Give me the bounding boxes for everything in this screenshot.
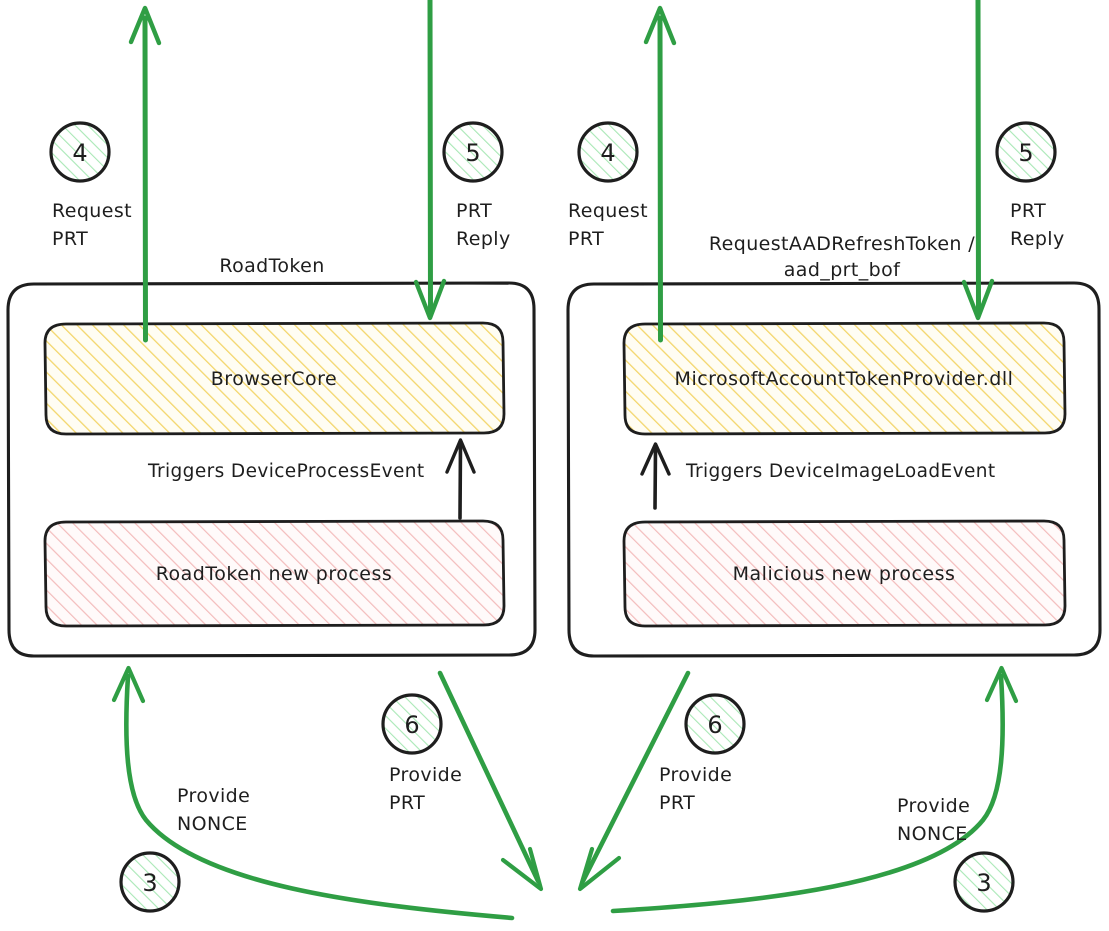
label-step-5-left-line1: PRT xyxy=(456,200,492,222)
label-step-6-left-line2: PRT xyxy=(389,792,425,814)
label-step-3-right: Provide NONCE xyxy=(897,795,970,845)
step-circle-5-right: 5 xyxy=(995,121,1057,183)
label-step-6-left: Provide PRT xyxy=(389,764,462,814)
right-panel-header-label-line2: aad_prt_bof xyxy=(784,259,901,281)
label-step-5-left: PRT Reply xyxy=(456,200,511,250)
left-roadtoken-process-box xyxy=(43,519,506,628)
label-step-3-right-line2: NONCE xyxy=(897,823,968,845)
label-step-3-left: Provide NONCE xyxy=(177,785,250,835)
right-panel-header-label-line1: RequestAADRefreshToken / xyxy=(709,233,975,255)
step-circle-3-left: 3 xyxy=(119,851,181,913)
step-circle-3-left-number: 3 xyxy=(142,869,157,897)
label-step-5-right: PRT Reply xyxy=(1010,200,1065,250)
step-circle-4-left: 4 xyxy=(49,121,111,183)
label-step-4-right-line2: PRT xyxy=(568,228,604,250)
right-internal-arrow-label: Triggers DeviceImageLoadEvent xyxy=(685,461,996,482)
left-upper-box-label: BrowserCore xyxy=(211,368,337,390)
arrow-right-triggers xyxy=(640,442,671,510)
step-circle-4-right-number: 4 xyxy=(600,139,615,167)
arrow-left-provide-nonce xyxy=(111,665,515,921)
label-step-5-right-line2: Reply xyxy=(1010,228,1065,250)
label-step-4-right: Request PRT xyxy=(568,200,648,250)
label-step-4-left: Request PRT xyxy=(52,200,132,250)
label-step-5-right-line1: PRT xyxy=(1010,200,1046,222)
label-step-6-right-line1: Provide xyxy=(659,764,732,786)
label-step-3-left-line1: Provide xyxy=(177,785,250,807)
step-circle-3-right-number: 3 xyxy=(976,869,991,897)
label-step-4-left-line1: Request xyxy=(52,200,132,222)
left-panel-header-label: RoadToken xyxy=(219,255,324,277)
left-panel-container xyxy=(6,281,537,658)
step-circle-5-right-number: 5 xyxy=(1018,139,1033,167)
label-step-3-left-line2: NONCE xyxy=(177,813,248,835)
label-step-4-left-line2: PRT xyxy=(52,228,88,250)
arrow-right-provide-prt xyxy=(577,670,691,892)
arrow-left-prt-reply xyxy=(413,0,447,321)
step-circle-4-left-number: 4 xyxy=(72,139,87,167)
arrow-left-provide-prt xyxy=(437,670,544,892)
step-circle-3-right: 3 xyxy=(953,851,1015,913)
left-internal-arrow-label: Triggers DeviceProcessEvent xyxy=(147,461,425,482)
left-lower-box-label: RoadToken new process xyxy=(156,563,393,585)
arrow-right-request-prt xyxy=(643,5,677,343)
label-step-6-left-line1: Provide xyxy=(389,764,462,786)
right-malicious-process-box xyxy=(622,519,1067,628)
step-circle-5-left-number: 5 xyxy=(465,139,480,167)
arrow-left-request-prt xyxy=(128,5,162,343)
arrow-right-provide-nonce xyxy=(610,665,1019,914)
label-step-3-right-line1: Provide xyxy=(897,795,970,817)
right-lower-box-label: Malicious new process xyxy=(733,563,956,585)
right-mstokenprovider-box xyxy=(622,321,1067,436)
label-step-4-right-line1: Request xyxy=(568,200,648,222)
arrow-left-triggers xyxy=(445,438,476,520)
label-step-6-right: Provide PRT xyxy=(659,764,732,814)
arrow-right-prt-reply xyxy=(961,0,995,321)
step-circle-6-left-number: 6 xyxy=(404,711,419,739)
label-step-5-left-line2: Reply xyxy=(456,228,511,250)
step-circle-4-right: 4 xyxy=(577,121,639,183)
step-circle-6-right: 6 xyxy=(684,693,746,755)
right-upper-box-label: MicrosoftAccountTokenProvider.dll xyxy=(675,368,1014,390)
right-panel-container xyxy=(566,281,1102,658)
left-browsercore-box xyxy=(43,321,506,436)
step-circle-6-right-number: 6 xyxy=(707,711,722,739)
step-circle-6-left: 6 xyxy=(381,693,443,755)
step-circle-5-left: 5 xyxy=(442,121,504,183)
label-step-6-right-line2: PRT xyxy=(659,792,695,814)
